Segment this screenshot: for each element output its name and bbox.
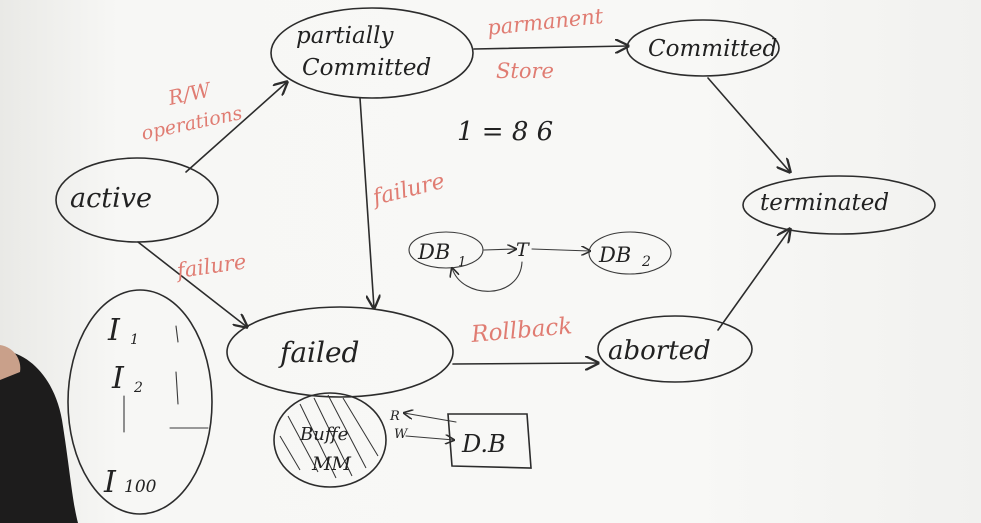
buffer-memory-circle — [273, 392, 387, 488]
note-equation: 1 = 8 6 — [457, 117, 553, 147]
instruction-list-ellipse — [67, 289, 213, 515]
buffer-hatching — [279, 394, 379, 479]
instruction-i1-subscript: 1 — [130, 332, 139, 348]
read-label: R — [389, 409, 400, 424]
label-store: Store — [496, 59, 554, 83]
db2-subscript: 2 — [641, 254, 651, 270]
label-operations: operations — [139, 102, 244, 145]
arrow-failed-to-aborted — [452, 363, 598, 364]
arrow-t-back-to-db1 — [452, 261, 523, 292]
label-failure-active: failure — [173, 249, 247, 283]
db1-label: DB — [417, 240, 450, 264]
arrow-partially-committed-to-failed — [359, 97, 374, 308]
instruction-i100-subscript: 100 — [124, 477, 157, 497]
db1-node — [408, 231, 484, 269]
buffer-label-line1: Buffe — [299, 424, 348, 445]
arrow-db-to-buffer-read — [404, 413, 457, 423]
state-active — [55, 157, 219, 243]
state-failed — [226, 306, 454, 398]
label-failure-partially: failure — [368, 169, 447, 211]
arrow-aborted-to-terminated — [717, 229, 790, 331]
db2-label: DB — [598, 243, 631, 267]
label-rollback: Rollback — [469, 313, 573, 348]
db2-node — [588, 231, 672, 275]
instruction-i100: I — [103, 465, 117, 500]
db-box — [447, 413, 532, 469]
arrow-committed-to-terminated — [707, 77, 790, 172]
instruction-i1: I — [107, 313, 121, 348]
instruction-tick-1 — [175, 325, 179, 343]
label-permanent: parmanent — [486, 4, 605, 40]
arrow-active-to-partially-committed — [185, 82, 287, 173]
db-label: D.B — [461, 430, 506, 458]
label-committed-line2: Committed — [302, 55, 431, 81]
person-silhouette — [0, 350, 78, 523]
label-terminated: terminated — [760, 190, 889, 216]
arrow-buffer-to-db-write — [405, 436, 454, 440]
label-partially-line1: partially — [296, 23, 394, 49]
arrow-partially-committed-to-committed — [473, 46, 628, 49]
label-rw: R/W — [165, 77, 214, 110]
state-aborted — [597, 315, 753, 383]
instruction-i2-subscript: 2 — [133, 380, 143, 396]
state-partially-committed — [270, 7, 474, 99]
db1-subscript: 1 — [458, 255, 466, 270]
person-face — [0, 345, 21, 380]
buffer-label-line2: MM — [311, 453, 351, 475]
label-committed: Committed — [648, 36, 777, 62]
arrow-t-to-db2 — [531, 249, 590, 251]
state-terminated — [742, 175, 936, 235]
label-active: active — [70, 183, 152, 214]
label-failed: failed — [278, 336, 359, 369]
arrow-db1-to-t — [483, 249, 516, 250]
t-label: T — [516, 239, 530, 261]
instruction-i2: I — [111, 361, 125, 396]
label-aborted: aborted — [608, 336, 711, 366]
instruction-tick-2 — [175, 371, 179, 405]
write-label: W — [394, 427, 409, 442]
arrow-active-to-failed — [137, 241, 247, 327]
